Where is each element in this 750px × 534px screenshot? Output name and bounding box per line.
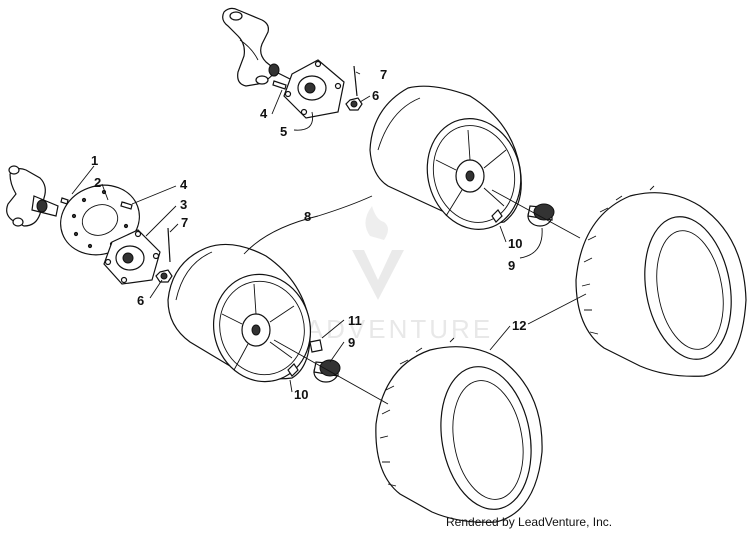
lower-tire (375, 337, 543, 523)
disc-bolt (60, 197, 69, 205)
callout-10-upper: 10 (508, 236, 522, 251)
callout-2: 2 (94, 175, 101, 190)
upper-valve-stem (491, 209, 503, 223)
rendered-by-credit: Rendered by LeadVenture, Inc. (446, 515, 613, 529)
callout-8: 8 (304, 209, 311, 224)
callout-3: 3 (180, 197, 187, 212)
callouts: 1 2 3 4 4 5 6 6 7 7 8 9 9 10 10 11 12 (91, 67, 526, 402)
lug-nut (309, 339, 323, 353)
upper-wheel-rim (369, 85, 522, 230)
upper-knuckle-assembly (222, 7, 297, 87)
upper-hub (283, 59, 345, 119)
callout-4-left: 4 (180, 177, 188, 192)
upper-stud-bolt (272, 80, 287, 90)
lower-hub-cap (313, 359, 341, 383)
callout-4-upper: 4 (260, 106, 268, 121)
lower-valve-stem (287, 363, 299, 377)
callout-9-lower: 9 (348, 335, 355, 350)
callout-1: 1 (91, 153, 98, 168)
callout-10-lower: 10 (294, 387, 308, 402)
left-hub (103, 229, 161, 285)
upper-hub-cap (527, 203, 555, 227)
left-castle-nut (155, 269, 173, 283)
upper-castle-nut (345, 97, 363, 111)
callout-5: 5 (280, 124, 287, 139)
callout-6-left: 6 (137, 293, 144, 308)
left-cotter-pin (167, 227, 171, 263)
callout-7-upper: 7 (380, 67, 387, 82)
callout-7-left: 7 (181, 215, 188, 230)
callout-12: 12 (512, 318, 526, 333)
axis-lines (273, 189, 581, 405)
callout-9-upper: 9 (508, 258, 515, 273)
left-knuckle-assembly (6, 165, 59, 227)
callout-11: 11 (348, 313, 362, 328)
lower-wheel-rim (167, 243, 312, 383)
upper-cotter-pin (353, 65, 358, 97)
callout-6-upper: 6 (372, 88, 379, 103)
leader-lines (71, 71, 587, 393)
upper-tire (575, 185, 747, 377)
left-stud-bolt (120, 201, 133, 210)
